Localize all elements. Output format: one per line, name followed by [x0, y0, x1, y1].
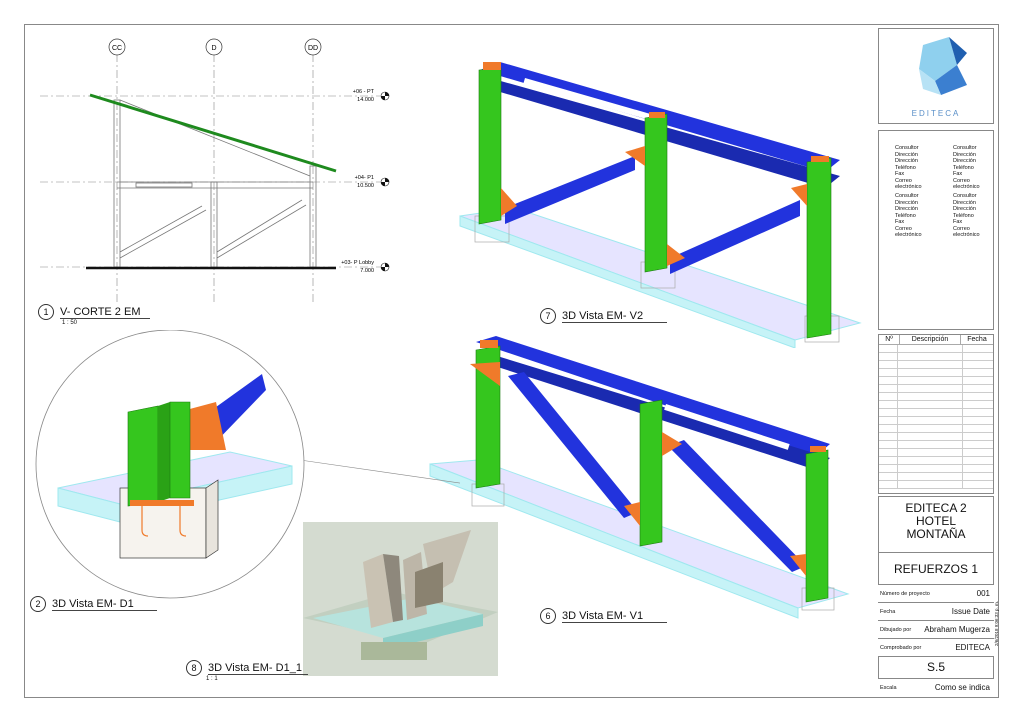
- grid-bubble-dd: DD: [304, 38, 322, 56]
- sheet-number: S.5: [926, 660, 945, 674]
- view-title-text-7: 3D Vista EM- V2: [562, 310, 667, 323]
- svg-text:+03- P Lobby: +03- P Lobby: [341, 260, 374, 266]
- revision-rows: [879, 345, 993, 489]
- roof-line: [89, 93, 337, 173]
- sheet-name-box: [878, 552, 994, 584]
- editeca-logo-icon: [919, 37, 967, 95]
- rev-header-date: Fecha: [960, 335, 993, 345]
- view-scale-8: 1 : 1: [206, 676, 218, 682]
- view-3d-d1-drawing: [35, 330, 460, 599]
- view-scale-1: 1 : 50: [62, 320, 78, 326]
- svg-text:CC: CC: [112, 45, 122, 52]
- rev-header-no: Nº: [879, 335, 900, 345]
- render-view-d1-1: [303, 522, 498, 676]
- view-3d-v1-drawing: [429, 336, 850, 619]
- logo-text: EDITECA: [911, 109, 961, 118]
- view-title-text-1: V- CORTE 2 EM: [60, 306, 150, 319]
- svg-text:14.000: 14.000: [357, 97, 374, 103]
- view-title-2: 2 3D Vista EM- D1: [30, 596, 157, 612]
- view-3d-v2-drawing: [459, 62, 862, 348]
- sheet-border: [24, 24, 999, 698]
- grid-bubble-d: D: [205, 38, 223, 56]
- level-marker-lobby: +03- P Lobby 7.000: [341, 260, 390, 274]
- rev-header-desc: Descripción: [899, 335, 961, 345]
- svg-text:DD: DD: [308, 45, 318, 52]
- view-number-1: 1: [38, 304, 54, 320]
- print-timestamp: 2/6/2018 9:06:33 p. m.: [994, 600, 999, 646]
- view-title-text-8: 3D Vista EM- D1_1: [208, 662, 308, 675]
- sheet-number-box: [878, 656, 994, 678]
- revision-table: Nº Descripción Fecha: [878, 334, 994, 494]
- view-title-1: 1 V- CORTE 2 EM 1 : 50: [38, 304, 150, 326]
- svg-text:D: D: [211, 45, 216, 52]
- section-view-drawing: CC D DD +06 - PT 14.000 +04- P1 10.500 +03…: [40, 38, 390, 304]
- logo-box: EDITECA: [878, 28, 994, 124]
- grid-bubble-cc: CC: [108, 38, 126, 56]
- level-marker-p1: +04- P1 10.500: [355, 175, 390, 189]
- view-title-8: 8 3D Vista EM- D1_1 1 : 1: [186, 660, 308, 682]
- svg-text:10.500: 10.500: [357, 183, 374, 189]
- svg-text:7.000: 7.000: [360, 268, 374, 274]
- view-number-6: 6: [540, 608, 556, 624]
- view-number-7: 7: [540, 308, 556, 324]
- project-title: EDITECA 2 HOTEL MONTAÑA: [905, 501, 967, 541]
- sheet-name: REFUERZOS 1: [893, 562, 978, 576]
- view-title-text-2: 3D Vista EM- D1: [52, 598, 157, 611]
- project-box: [878, 496, 994, 552]
- view-title-6: 6 3D Vista EM- V1: [540, 608, 667, 624]
- level-marker-pt: +06 - PT 14.000: [353, 89, 390, 103]
- view-title-text-6: 3D Vista EM- V1: [562, 610, 667, 623]
- view-title-7: 7 3D Vista EM- V2: [540, 308, 667, 324]
- view-number-8: 8: [186, 660, 202, 676]
- view-number-2: 2: [30, 596, 46, 612]
- svg-text:+04- P1: +04- P1: [355, 175, 374, 181]
- svg-text:+06 - PT: +06 - PT: [353, 89, 375, 95]
